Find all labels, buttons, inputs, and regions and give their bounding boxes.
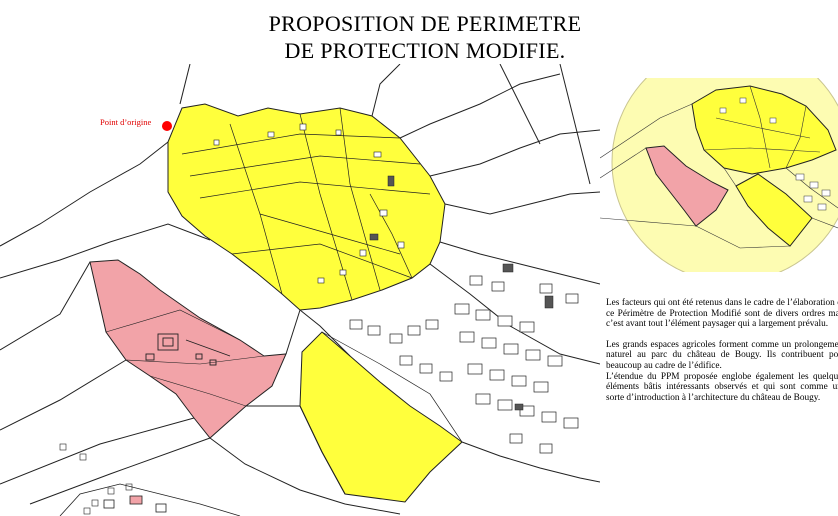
- map-title-line-1: PROPOSITION DE PERIMETRE: [268, 11, 582, 36]
- inset-modified-perimeter-zone: [691, 85, 837, 175]
- inset-overview-map[interactable]: [600, 78, 838, 272]
- point-of-origin-marker: [162, 121, 172, 131]
- main-cadastral-map[interactable]: [0, 64, 600, 516]
- point-of-origin-label: Point d’origine: [100, 117, 152, 127]
- map-title-line-2: DE PROTECTION MODIFIE.: [284, 38, 566, 63]
- description-paragraph-3: L’étendue du PPM proposée englobe égalem…: [606, 371, 838, 403]
- inset-modified-perimeter-zone-south: [735, 173, 813, 247]
- inset-chateau-park-zone: [645, 145, 729, 227]
- description-text: Les facteurs qui ont été retenus dans le…: [606, 298, 838, 413]
- description-paragraph-2: Les grands espaces agricoles forment com…: [606, 339, 838, 371]
- description-paragraph-1: Les facteurs qui ont été retenus dans le…: [606, 298, 838, 330]
- map-title: PROPOSITION DE PERIMETRE DE PROTECTION M…: [190, 10, 660, 64]
- chateau-park-zone: [89, 259, 287, 439]
